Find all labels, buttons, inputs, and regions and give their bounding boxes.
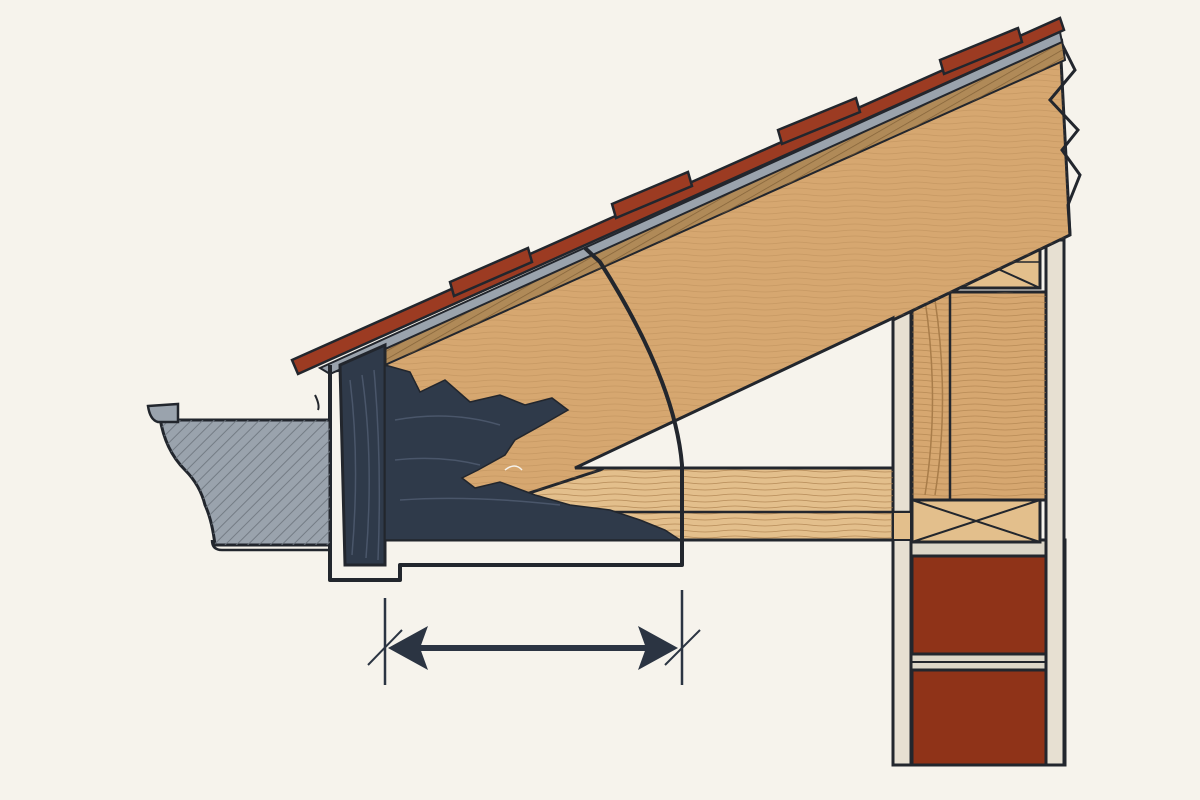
dimension-arrow (367, 590, 701, 685)
rafter-void (574, 315, 895, 470)
roof-tile (938, 26, 1024, 76)
wall-bottom-plate (910, 498, 1042, 544)
damage-outline (328, 246, 684, 582)
rafter-damage (384, 364, 683, 541)
dimension-arrowhead-left (388, 626, 428, 670)
wall-inner-strip (1044, 238, 1066, 767)
brick-course-upper (910, 554, 1050, 656)
gutter (146, 394, 332, 552)
roof-tiles (290, 16, 1066, 376)
roof-tile (776, 96, 862, 146)
roof-tile (610, 170, 694, 220)
roof-tile (448, 246, 534, 298)
brick-wall (891, 538, 1067, 767)
fascia-board (338, 342, 387, 567)
roof-deck (317, 30, 1067, 376)
dimension-arrowhead-right (638, 626, 678, 670)
brick-course-lower (910, 668, 1050, 767)
